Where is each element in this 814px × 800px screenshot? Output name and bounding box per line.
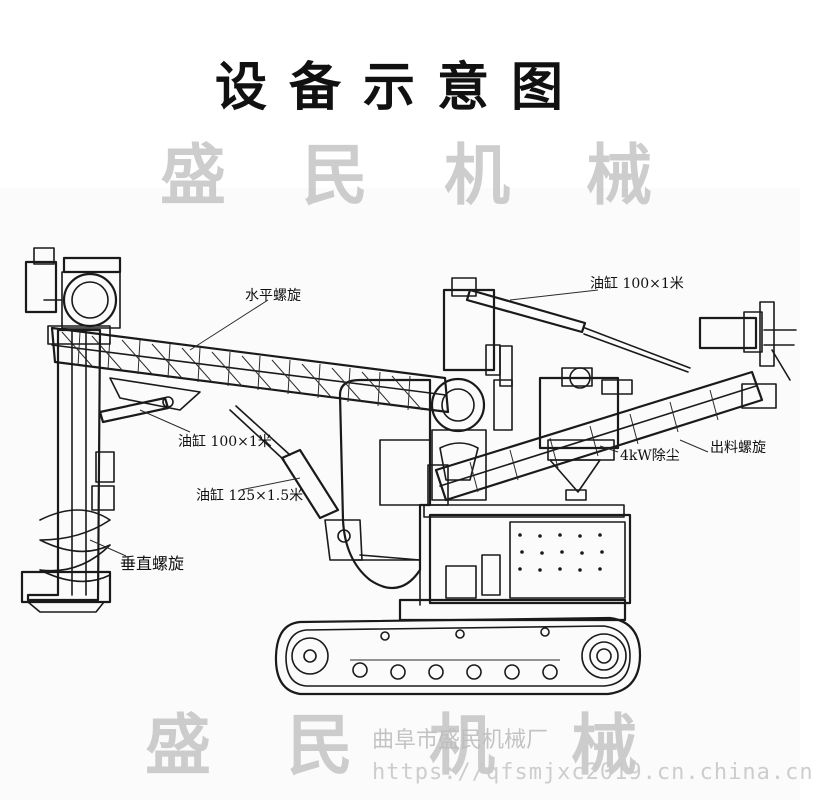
label-discharge-screw: 出料螺旋: [710, 440, 766, 456]
label-cylinder-mid: 油缸 125×1.5米: [196, 488, 304, 504]
paper-background: [0, 188, 800, 800]
discharge-screw: [427, 301, 797, 506]
hydraulic-cylinders: [98, 288, 691, 561]
watermark-company: 曲阜市盛民机械厂: [372, 728, 549, 753]
crawler-track: [274, 616, 642, 696]
watermark-brand-top: 盛民机械: [160, 137, 728, 214]
label-dust-removal: 4kW除尘: [620, 448, 680, 464]
horizontal-screw-conveyor: [50, 326, 450, 414]
dust-removal-unit: [538, 367, 633, 501]
label-cylinder-top: 油缸 100×1米: [590, 276, 684, 292]
label-cylinder-left: 油缸 100×1米: [178, 434, 272, 450]
watermark-url: https://qfsmjxc2019.cn.china.cn: [372, 760, 814, 785]
top-left-drive-head: [24, 247, 122, 345]
page-title: 设备示意图: [214, 58, 585, 118]
vertical-screw: [20, 328, 115, 613]
label-horizontal-screw: 水平螺旋: [245, 288, 301, 304]
label-vertical-screw: 垂直螺旋: [120, 554, 185, 573]
watermark-brand-bottom: 盛民机械: [145, 707, 713, 784]
leader-lines: [89, 289, 709, 557]
